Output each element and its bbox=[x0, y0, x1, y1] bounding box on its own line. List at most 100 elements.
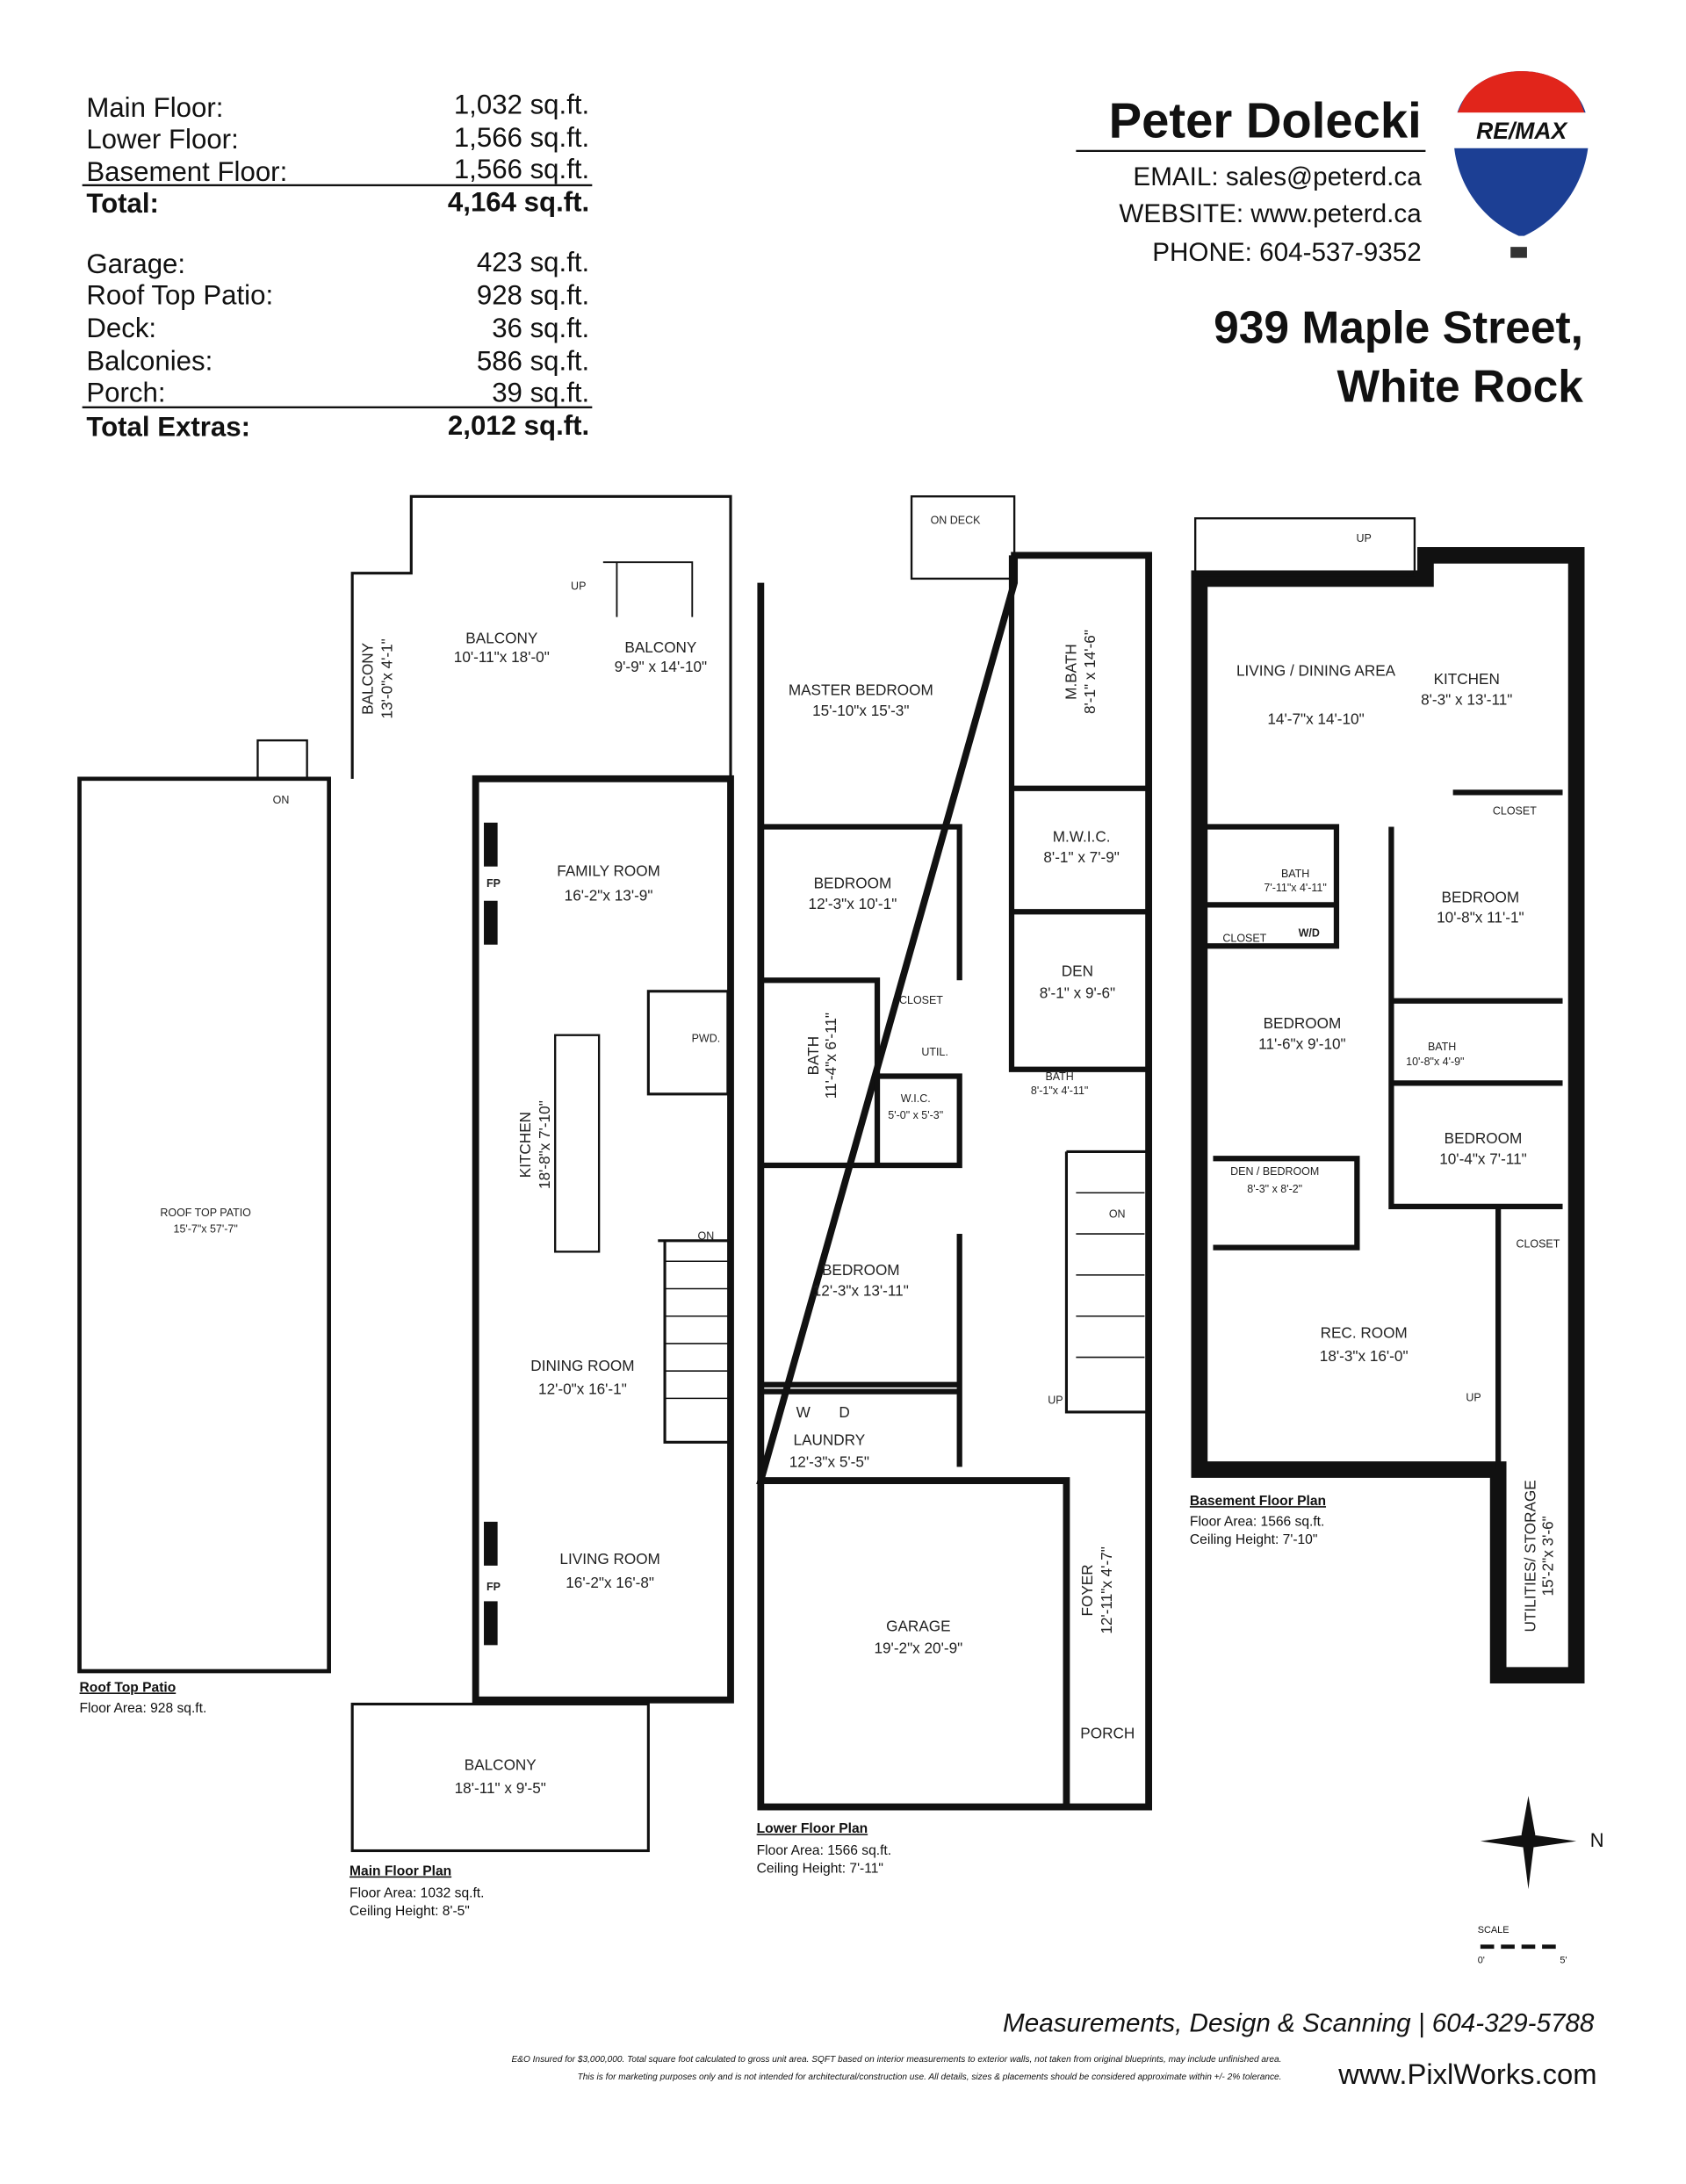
address-line1: 939 Maple Street, bbox=[1214, 301, 1583, 352]
up-label: UP bbox=[1357, 532, 1372, 544]
north-label: N bbox=[1590, 1829, 1604, 1851]
room-name: BEDROOM bbox=[1445, 1129, 1523, 1147]
room-name: GARAGE bbox=[886, 1618, 950, 1635]
plan-ceiling: Ceiling Height: 7'-10" bbox=[1190, 1532, 1317, 1547]
on-label: ON bbox=[273, 794, 290, 806]
extra-label: Porch: bbox=[86, 378, 165, 408]
room-name: BALCONY bbox=[359, 642, 377, 715]
room-name: BEDROOM bbox=[822, 1261, 900, 1279]
plan-area: Floor Area: 928 sq.ft. bbox=[80, 1701, 207, 1716]
disclaimer: This is for marketing purposes only and … bbox=[578, 2072, 1282, 2082]
main-floor-plan: FP FP PWD. ON UP BALCONY 10'-11"x 18'-0"… bbox=[349, 494, 734, 1919]
property-address: 939 Maple Street, White Rock bbox=[1214, 301, 1583, 411]
deck-label: ON DECK bbox=[931, 514, 981, 526]
agent-website[interactable]: WEBSITE: www.peterd.ca bbox=[1119, 199, 1422, 228]
footer: Measurements, Design & Scanning | 604-32… bbox=[511, 2009, 1596, 2090]
extra-value: 586 sq.ft. bbox=[477, 346, 589, 377]
plan-title: Main Floor Plan bbox=[349, 1864, 451, 1879]
area-summary-table: Main Floor: 1,032 sq.ft. Lower Floor: 1,… bbox=[82, 90, 593, 443]
plan-title: Basement Floor Plan bbox=[1190, 1494, 1326, 1509]
room-dimensions: 7'-11"x 4'-11" bbox=[1264, 882, 1326, 894]
room-name: LAUNDRY bbox=[794, 1431, 866, 1448]
room-dimensions: 10'-8"x 4'-9" bbox=[1406, 1056, 1464, 1068]
room-name: DEN / BEDROOM bbox=[1230, 1165, 1319, 1178]
room-dimensions: 12'-0"x 16'-1" bbox=[538, 1380, 627, 1398]
porch-label: PORCH bbox=[1080, 1725, 1135, 1742]
room-dimensions: 15'-2"x 3'-6" bbox=[1539, 1516, 1557, 1596]
plan-area: Floor Area: 1566 sq.ft. bbox=[757, 1843, 891, 1858]
room-dimensions: 8'-1" x 9'-6" bbox=[1040, 984, 1115, 1002]
room-name: M.BATH bbox=[1062, 644, 1079, 700]
on-label: ON bbox=[698, 1229, 715, 1242]
room-name: UTILITIES/ STORAGE bbox=[1521, 1480, 1538, 1632]
room-dimensions: 12'-11"x 4'-7" bbox=[1098, 1546, 1115, 1633]
room-name: BALCONY bbox=[465, 1755, 537, 1773]
room-dimensions: 18'-8"x 7'-10" bbox=[536, 1100, 553, 1189]
area-label: Basement Floor: bbox=[86, 156, 287, 187]
extra-value: 39 sq.ft. bbox=[492, 378, 589, 408]
room-dimensions: 11'-6"x 9'-10" bbox=[1258, 1034, 1345, 1052]
room-name: ROOF TOP PATIO bbox=[160, 1207, 251, 1219]
remax-balloon-logo: RE/MAX bbox=[1448, 70, 1595, 258]
room-name: LIVING / DINING AREA bbox=[1236, 662, 1396, 680]
room-dimensions: 8'-3" x 8'-2" bbox=[1247, 1183, 1302, 1195]
room-dimensions: 12'-3"x 13'-11" bbox=[813, 1281, 909, 1299]
fireplace-label: FP bbox=[486, 877, 501, 890]
extra-value: 36 sq.ft. bbox=[492, 313, 589, 343]
pixlworks-website[interactable]: www.PixlWorks.com bbox=[1337, 2058, 1596, 2090]
plan-area: Floor Area: 1032 sq.ft. bbox=[349, 1886, 484, 1901]
room-dimensions: 8'-1"x 4'-11" bbox=[1031, 1085, 1088, 1097]
up-label: UP bbox=[1048, 1395, 1063, 1407]
powder-room-label: PWD. bbox=[692, 1033, 721, 1045]
room-dimensions: 16'-2"x 13'-9" bbox=[565, 887, 653, 905]
room-dimensions: 10'-4"x 7'-11" bbox=[1439, 1150, 1526, 1167]
room-name: W.I.C. bbox=[901, 1092, 931, 1105]
room-name: BEDROOM bbox=[814, 875, 892, 892]
area-label: Main Floor: bbox=[86, 92, 223, 123]
room-name: MASTER BEDROOM bbox=[789, 681, 933, 699]
agent-email[interactable]: EMAIL: sales@peterd.ca bbox=[1133, 162, 1422, 191]
extra-label: Balconies: bbox=[86, 346, 213, 377]
lower-floor-plan: ON DECK MASTER BEDROOM 15'-10"x 15'-3" M… bbox=[756, 495, 1152, 1876]
extra-value: 423 sq.ft. bbox=[477, 247, 589, 278]
room-name: LIVING ROOM bbox=[559, 1550, 659, 1568]
room-dimensions: 18'-11" x 9'-5" bbox=[455, 1779, 546, 1797]
room-name: REC. ROOM bbox=[1321, 1324, 1408, 1342]
extra-label: Deck: bbox=[86, 313, 156, 343]
room-name: BATH bbox=[804, 1036, 822, 1075]
room-dimensions: 10'-11"x 18'-0" bbox=[454, 648, 550, 666]
compass-icon: N bbox=[1480, 1796, 1604, 1890]
room-dimensions: 15'-10"x 15'-3" bbox=[812, 702, 909, 719]
disclaimer: E&O Insured for $3,000,000. Total square… bbox=[511, 2055, 1281, 2065]
area-value: 1,032 sq.ft. bbox=[454, 90, 589, 120]
room-dimensions: 13'-0"x 4'-1" bbox=[378, 638, 395, 718]
fireplace-label: FP bbox=[486, 1581, 501, 1593]
room-name: M.W.I.C. bbox=[1053, 828, 1111, 846]
up-label: UP bbox=[1466, 1391, 1481, 1403]
area-value: 1,566 sq.ft. bbox=[454, 122, 589, 153]
scale-end: 5' bbox=[1560, 1955, 1567, 1965]
plan-title: Roof Top Patio bbox=[80, 1680, 177, 1695]
on-label: ON bbox=[1109, 1207, 1126, 1220]
dryer-label: D bbox=[839, 1403, 849, 1421]
room-name: FAMILY ROOM bbox=[557, 862, 660, 880]
plan-title: Lower Floor Plan bbox=[757, 1821, 868, 1836]
scale-label: SCALE bbox=[1478, 1925, 1509, 1935]
closet-label: CLOSET bbox=[1516, 1238, 1560, 1251]
utility-label: UTIL. bbox=[921, 1046, 947, 1058]
extra-label: Roof Top Patio: bbox=[86, 280, 273, 311]
agent-phone: PHONE: 604-537-9352 bbox=[1152, 238, 1421, 267]
extra-label: Garage: bbox=[86, 249, 185, 279]
total-extras-value: 2,012 sq.ft. bbox=[448, 410, 589, 441]
room-dimensions: 5'-0" x 5'-3" bbox=[888, 1109, 943, 1121]
room-dimensions: 15'-7"x 57'-7" bbox=[174, 1222, 238, 1235]
plan-ceiling: Ceiling Height: 7'-11" bbox=[757, 1861, 883, 1876]
scale-start: 0' bbox=[1478, 1955, 1485, 1965]
room-name: DEN bbox=[1062, 962, 1093, 980]
room-name: KITCHEN bbox=[516, 1112, 534, 1178]
room-name: FOYER bbox=[1078, 1564, 1096, 1616]
area-label: Lower Floor: bbox=[86, 124, 238, 155]
room-dimensions: 16'-2"x 16'-8" bbox=[566, 1574, 654, 1591]
room-name: BATH bbox=[1281, 868, 1309, 880]
